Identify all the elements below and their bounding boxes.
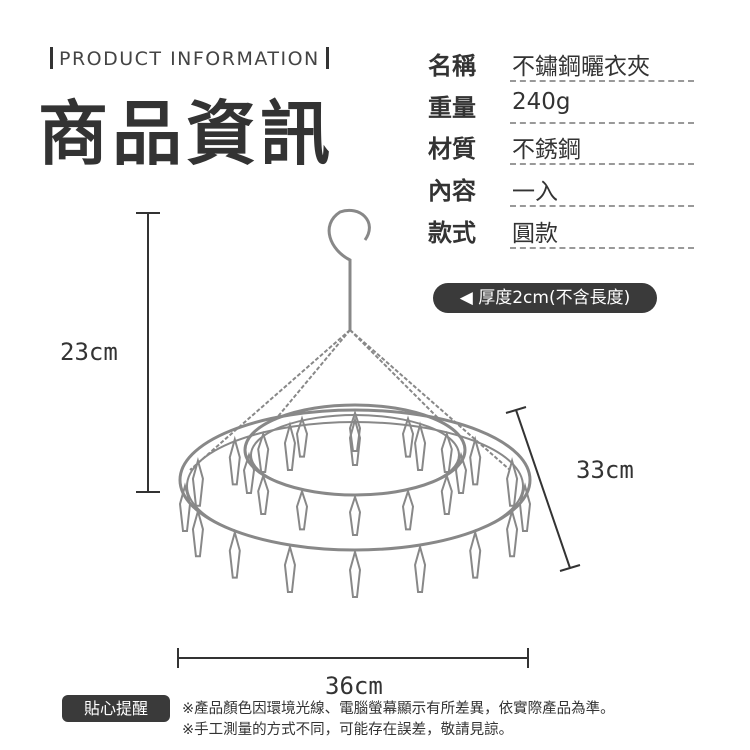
divider bbox=[510, 247, 694, 249]
clip-icon bbox=[506, 457, 519, 507]
clip-icon bbox=[228, 435, 241, 486]
diameter-dimension-label: 33cm bbox=[576, 456, 634, 484]
clip-icon bbox=[518, 482, 532, 532]
divider bbox=[510, 163, 694, 165]
clip-icon bbox=[348, 493, 362, 536]
width-dimension-label: 36cm bbox=[325, 672, 383, 700]
divider bbox=[510, 122, 694, 124]
notice-line: ※產品顏色因環境光線、電腦螢幕顯示有所差異，依實際產品為準。 bbox=[182, 701, 615, 717]
spec-label: 名稱 bbox=[428, 52, 476, 80]
clip-icon bbox=[469, 528, 482, 579]
spec-value: 圓款 bbox=[512, 221, 558, 247]
spec-value: 不銹鋼 bbox=[512, 137, 581, 163]
spec-value: 一入 bbox=[512, 179, 558, 205]
clip-icon bbox=[178, 482, 192, 532]
spec-row-material: 材質 不銹鋼 bbox=[428, 129, 694, 169]
spec-label: 內容 bbox=[428, 177, 476, 205]
dimension-lines bbox=[136, 212, 581, 668]
clip-icon bbox=[242, 451, 256, 494]
clip-icon bbox=[440, 472, 453, 515]
clip-icon bbox=[469, 435, 482, 486]
notice-badge: 貼心提醒 bbox=[62, 695, 170, 722]
spec-row-name: 名稱 不鏽鋼曬衣夾 bbox=[428, 46, 694, 86]
clip-icon bbox=[191, 507, 204, 558]
divider bbox=[50, 47, 53, 69]
spec-value: 不鏽鋼曬衣夾 bbox=[512, 54, 650, 80]
divider bbox=[325, 47, 329, 69]
clip-icon bbox=[440, 430, 453, 473]
clip-icon bbox=[228, 528, 241, 579]
clip-icon bbox=[401, 488, 415, 531]
spec-label: 材質 bbox=[428, 135, 476, 163]
spec-value: 240g bbox=[512, 89, 571, 115]
clip-hanger-image bbox=[178, 209, 532, 598]
page-title: 商品資訊 bbox=[38, 93, 334, 175]
clip-icon bbox=[454, 451, 468, 494]
spec-row-contents: 內容 一入 bbox=[428, 171, 694, 211]
notice-line: ※手工測量的方式不同，可能存在誤差，敬請見諒。 bbox=[182, 722, 514, 738]
height-dimension-label: 23cm bbox=[60, 338, 118, 366]
clip-icon bbox=[295, 488, 309, 531]
divider bbox=[510, 80, 694, 82]
en-title-text: PRODUCT INFORMATION bbox=[59, 48, 320, 70]
clip-icon bbox=[401, 415, 415, 458]
clip-icon bbox=[283, 421, 296, 472]
clip-icon bbox=[348, 548, 362, 598]
spec-row-weight: 重量 240g bbox=[428, 88, 694, 128]
product-information-heading: PRODUCT INFORMATION bbox=[44, 47, 335, 70]
spec-row-style: 款式 圓款 bbox=[428, 213, 694, 253]
clip-icon bbox=[414, 543, 427, 593]
clip-icon bbox=[348, 409, 362, 452]
clip-icon bbox=[414, 421, 427, 472]
clip-icon bbox=[506, 507, 519, 558]
clip-icon bbox=[257, 430, 270, 473]
thickness-note-pill: ◀ 厚度2cm(不含長度) bbox=[433, 283, 657, 313]
spec-label: 款式 bbox=[428, 219, 476, 247]
clip-icon bbox=[283, 543, 296, 593]
spec-label: 重量 bbox=[428, 94, 476, 122]
clip-icon bbox=[257, 472, 270, 515]
clip-icon bbox=[295, 415, 309, 458]
clip-icon bbox=[191, 457, 204, 507]
divider bbox=[510, 205, 694, 207]
